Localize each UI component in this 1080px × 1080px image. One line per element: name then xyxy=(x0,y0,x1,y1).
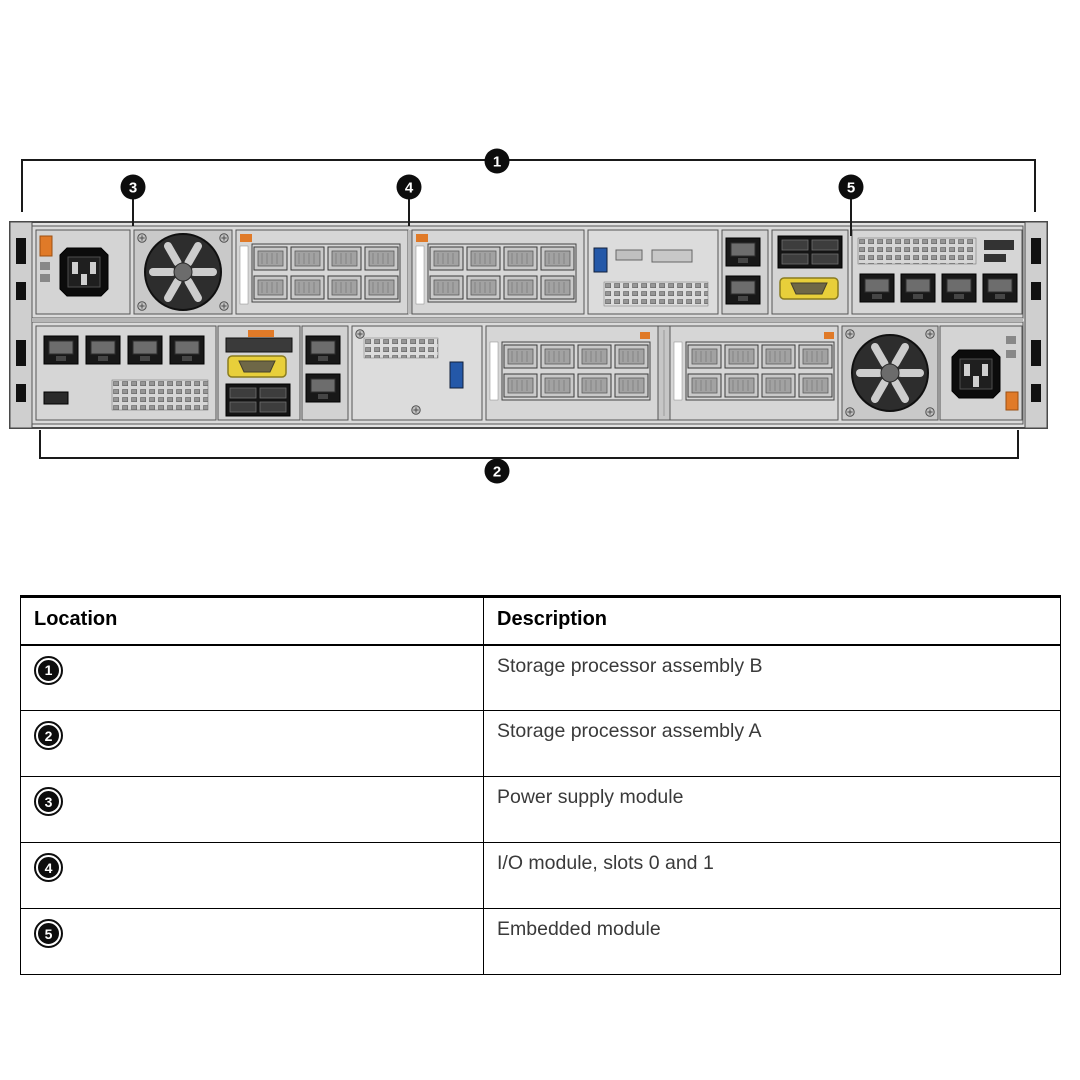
management-module-bottom xyxy=(35,325,217,421)
embedded-module-top xyxy=(771,229,849,315)
embedded-module-bottom xyxy=(217,325,301,421)
location-badge: 3 xyxy=(34,787,63,816)
location-cell: 1 xyxy=(20,644,484,711)
location-header: Location xyxy=(20,596,484,646)
description-cell: Storage processor assembly B xyxy=(483,644,1061,711)
description-cell: I/O module, slots 0 and 1 xyxy=(483,842,1061,909)
power-supply-module-top xyxy=(35,229,131,315)
bracket-bottom xyxy=(39,430,1019,459)
description-text: I/O module, slots 0 and 1 xyxy=(497,852,714,874)
storage-processor-assembly-a xyxy=(35,325,1023,421)
description-text: Power supply module xyxy=(497,786,684,808)
blank-module-top xyxy=(587,229,719,315)
description-cell: Power supply module xyxy=(483,776,1061,843)
table-row: 2 Storage processor assembly A xyxy=(20,710,1061,777)
rack-ear-right xyxy=(1024,221,1048,429)
usb-port xyxy=(449,361,464,389)
callout-1-label: 1 xyxy=(493,154,501,171)
rack-ear-left xyxy=(9,221,33,429)
location-cell: 2 xyxy=(20,710,484,777)
table-row: 3 Power supply module xyxy=(20,776,1061,843)
rear-view-diagram: 1 3 4 5 2 xyxy=(9,148,1048,484)
table-row: 1 Storage processor assembly B xyxy=(20,644,1061,711)
power-supply-module-bottom xyxy=(939,325,1023,421)
callout-1: 1 xyxy=(484,148,510,174)
callout-5-label: 5 xyxy=(847,180,855,197)
blank-module-bottom xyxy=(351,325,483,421)
location-cell: 3 xyxy=(20,776,484,843)
callout-3: 3 xyxy=(120,174,146,200)
callout-3-label: 3 xyxy=(129,180,137,197)
usb-port xyxy=(593,247,608,273)
location-cell: 4 xyxy=(20,842,484,909)
vga-port xyxy=(227,355,287,378)
table-row: 5 Embedded module xyxy=(20,908,1061,975)
location-badge: 1 xyxy=(34,655,63,685)
callout-2-label: 2 xyxy=(493,464,501,481)
description-cell: Storage processor assembly A xyxy=(483,710,1061,777)
legend-table: Location Description 1 Storage processor… xyxy=(20,595,1061,975)
location-badge: 5 xyxy=(34,919,63,948)
description-text: Storage processor assembly A xyxy=(497,720,762,742)
description-header: Description xyxy=(483,596,1061,646)
callout-4-label: 4 xyxy=(405,180,414,197)
location-cell: 5 xyxy=(20,908,484,975)
chassis-rear-illustration: 1 3 4 5 2 xyxy=(9,148,1048,484)
ethernet-ports-top xyxy=(721,229,769,315)
center-handle xyxy=(657,325,671,421)
module-divider xyxy=(408,230,412,314)
vga-port xyxy=(779,277,839,300)
location-badge: 4 xyxy=(34,853,63,882)
table-row: 4 I/O module, slots 0 and 1 xyxy=(20,842,1061,909)
io-module-slot-bottom-left xyxy=(485,325,659,421)
description-text: Storage processor assembly B xyxy=(497,654,763,677)
bracket-top xyxy=(21,159,1036,212)
callout-5: 5 xyxy=(838,174,864,200)
io-module-slot-top-right xyxy=(411,229,585,315)
callout-2: 2 xyxy=(484,458,510,484)
description-cell: Embedded module xyxy=(483,908,1061,975)
callout-lines xyxy=(21,159,1036,459)
description-text: Embedded module xyxy=(497,918,661,940)
location-badge: 2 xyxy=(34,721,63,750)
io-module-slot-bottom-right xyxy=(669,325,839,421)
callout-4: 4 xyxy=(396,174,422,200)
management-module-top xyxy=(851,229,1023,315)
io-module-slot-top-left xyxy=(235,229,409,315)
fan-module-top xyxy=(133,229,233,315)
fan-module-bottom xyxy=(841,325,939,421)
legend-header-row: Location Description xyxy=(20,596,1061,646)
ethernet-ports-bottom xyxy=(301,325,349,421)
storage-processor-assembly-b xyxy=(35,229,1023,315)
